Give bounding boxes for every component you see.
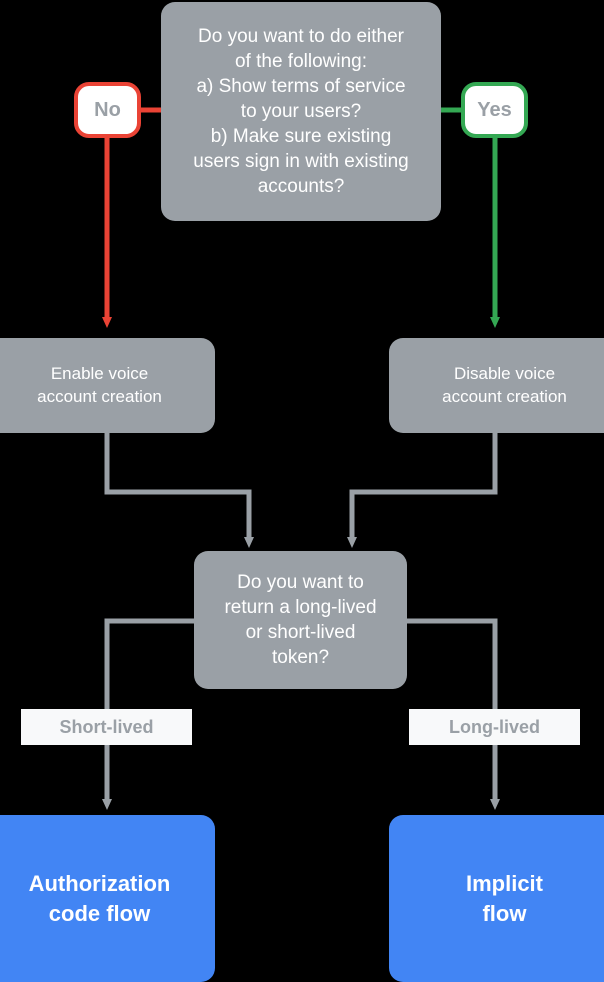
edge-label-long-lived-text: Long-lived [449,716,540,737]
branch-badge-no-label: No [94,98,121,121]
terminal-node-authorization-code-flow[interactable]: Authorization code flow [0,815,215,982]
edge-label-long-lived: Long-lived [409,709,580,745]
decision-node-token-lifetime[interactable]: Do you want to return a long-lived or sh… [194,551,407,689]
action-node-enable-voice-text: Enable voice account creation [37,364,162,406]
edge-label-short-lived: Short-lived [21,709,192,745]
terminal-node-authorization-code-flow-text: Authorization code flow [28,871,171,926]
branch-badge-no[interactable]: No [74,82,141,138]
edge-disable-to-token [347,433,498,548]
action-node-disable-voice-account-creation[interactable]: Disable voice account creation [389,338,604,433]
decision-node-token-lifetime-text: Do you want to return a long-lived or sh… [224,571,377,669]
decision-node-terms-or-existing-accounts[interactable]: Do you want to do either of the followin… [161,2,441,221]
terminal-node-implicit-flow-text: Implicit flow [465,871,543,926]
action-node-enable-voice-account-creation[interactable]: Enable voice account creation [0,338,215,433]
edge-label-short-lived-text: Short-lived [59,716,154,737]
edge-enable-to-token [104,433,254,548]
branch-badge-yes[interactable]: Yes [461,82,528,138]
decision-node-terms-text: Do you want to do either of the followin… [193,25,409,198]
branch-badge-yes-label: Yes [477,98,512,121]
terminal-node-implicit-flow[interactable]: Implicit flow [389,815,604,982]
action-node-disable-voice-text: Disable voice account creation [442,364,567,406]
